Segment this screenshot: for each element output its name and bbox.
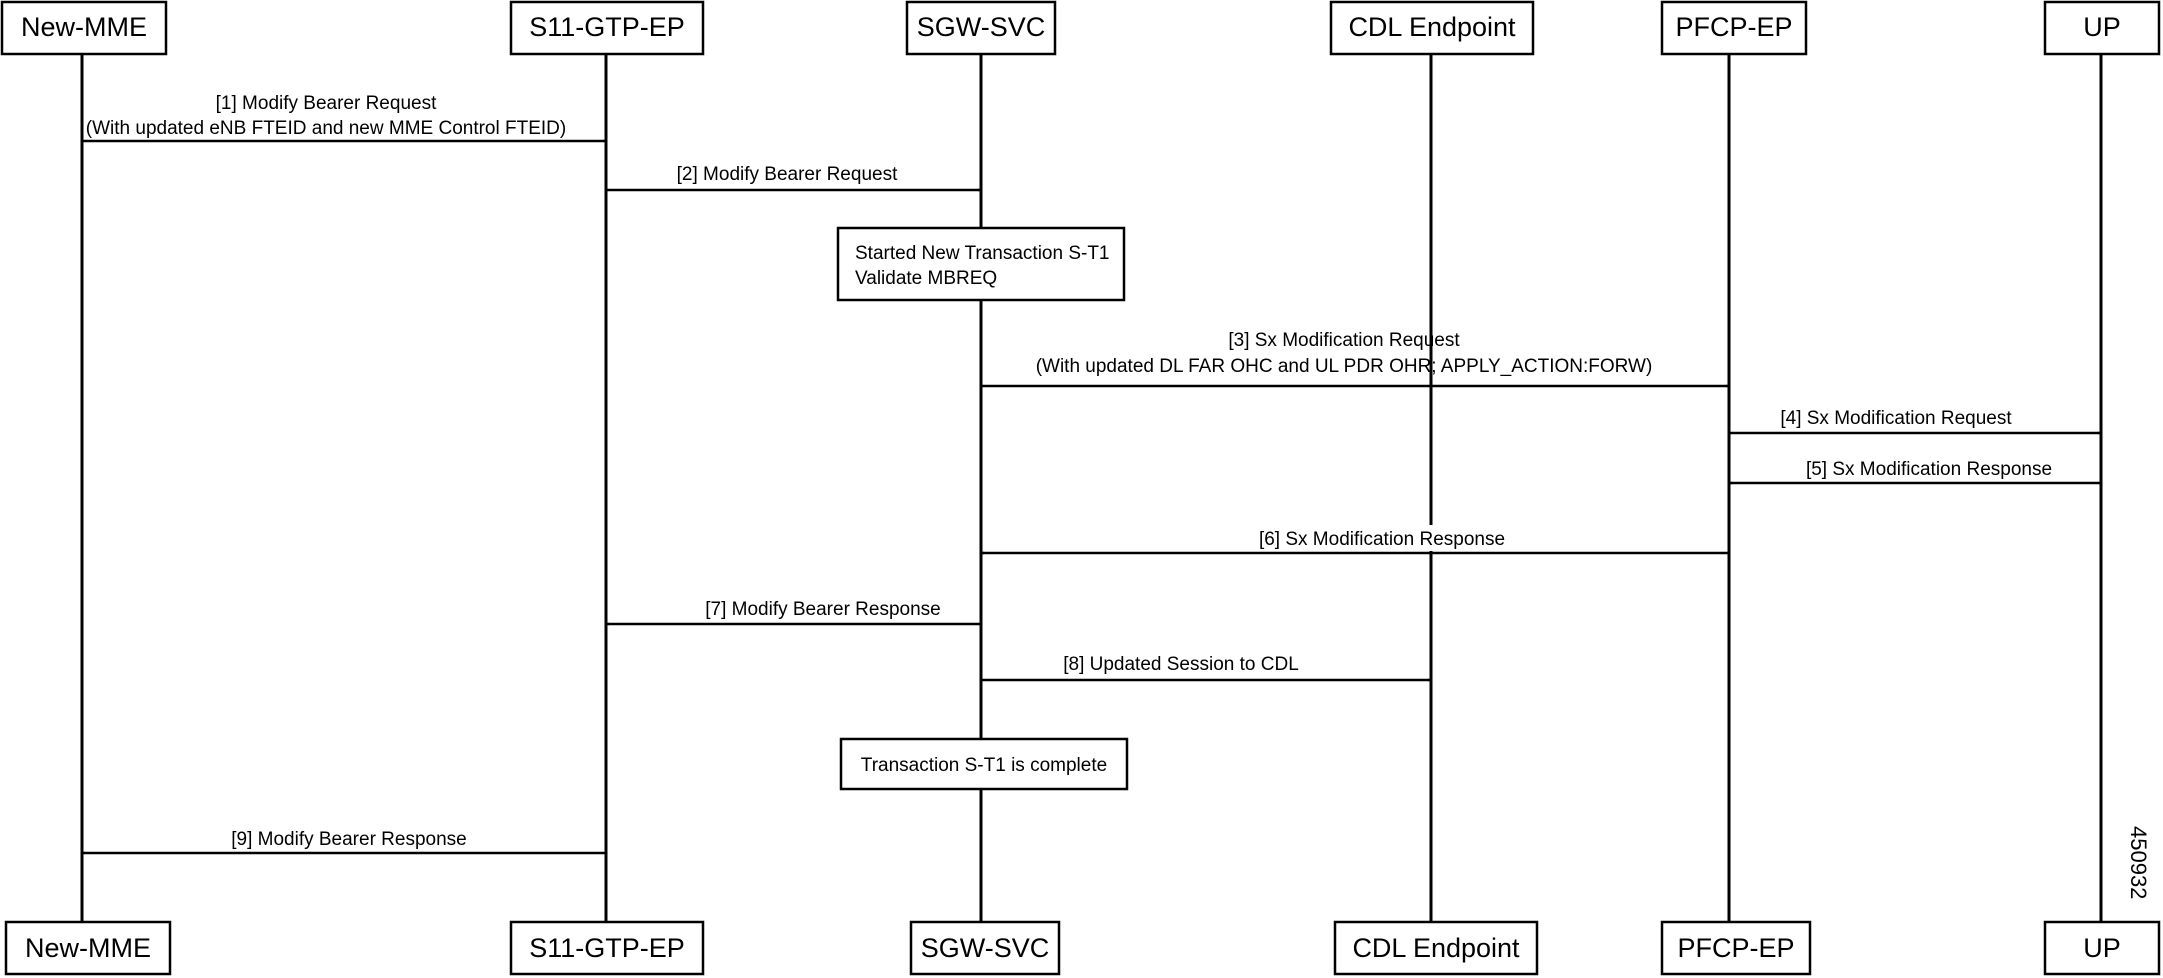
message-2-label: [2] Modify Bearer Request [677, 164, 898, 185]
message-5-label: [5] Sx Modification Response [1806, 459, 2052, 480]
message-6-label: [6] Sx Modification Response [1259, 529, 1505, 550]
note-transaction-complete-line-1: Transaction S-T1 is complete [861, 755, 1107, 776]
participant-header-new-mme: New-MME [0, 0, 168, 56]
message-8-label: [8] Updated Session to CDL [1063, 654, 1299, 675]
message-9-label: [9] Modify Bearer Response [231, 829, 467, 850]
note-transaction-complete: Transaction S-T1 is complete [839, 737, 1129, 791]
message-3-label-line-2: (With updated DL FAR OHC and UL PDR OHR;… [1036, 356, 1653, 377]
figure-id: 450932 [2126, 826, 2151, 899]
message-7: [7] Modify Bearer Response [605, 599, 981, 626]
message-1-label-line-1: [1] Modify Bearer Request [216, 93, 437, 114]
message-8: [8] Updated Session to CDL [981, 654, 1432, 682]
participant-footer-sgw-svc: SGW-SVC [909, 920, 1061, 976]
participant-footer-cdl-endpoint-label: CDL Endpoint [1352, 933, 1520, 963]
participant-header-new-mme-label: New-MME [21, 12, 147, 42]
message-2: [2] Modify Bearer Request [606, 164, 982, 192]
participant-header-cdl-endpoint-label: CDL Endpoint [1348, 12, 1516, 42]
participant-header-sgw-svc-label: SGW-SVC [917, 12, 1046, 42]
lifelines [80, 54, 2103, 924]
participant-footer-up-label: UP [2083, 933, 2121, 963]
participant-header-sgw-svc: SGW-SVC [905, 0, 1057, 56]
message-1-label-line-2: (With updated eNB FTEID and new MME Cont… [86, 118, 566, 139]
messages: [1] Modify Bearer Request (With updated … [81, 93, 2102, 855]
participant-header-up-label: UP [2083, 12, 2121, 42]
message-1: [1] Modify Bearer Request (With updated … [82, 93, 607, 143]
message-6: [6] Sx Modification Response [980, 525, 1729, 555]
participant-footer-new-mme-label: New-MME [25, 933, 151, 963]
participant-header-s11-gtp-ep-label: S11-GTP-EP [529, 12, 685, 42]
participant-footers: New-MME S11-GTP-EP SGW-SVC CDL Endpoint … [4, 920, 2161, 976]
notes: Started New Transaction S-T1 Validate MB… [836, 226, 1129, 791]
participant-footer-sgw-svc-label: SGW-SVC [921, 933, 1050, 963]
participant-headers: New-MME S11-GTP-EP SGW-SVC CDL Endpoint … [0, 0, 2161, 56]
participant-footer-pfcp-ep: PFCP-EP [1660, 920, 1812, 976]
participant-footer-up: UP [2043, 920, 2161, 976]
message-6-label-bg [1240, 525, 1524, 551]
note-transaction-start-line-2: Validate MBREQ [855, 268, 997, 289]
message-9: [9] Modify Bearer Response [81, 829, 606, 855]
participant-header-s11-gtp-ep: S11-GTP-EP [509, 0, 705, 56]
message-4-label: [4] Sx Modification Request [1780, 408, 2012, 429]
participant-header-pfcp-ep-label: PFCP-EP [1675, 12, 1792, 42]
note-transaction-start-line-1: Started New Transaction S-T1 [855, 243, 1110, 264]
participant-footer-new-mme: New-MME [4, 920, 172, 976]
participant-footer-pfcp-ep-label: PFCP-EP [1677, 933, 1794, 963]
participant-footer-cdl-endpoint: CDL Endpoint [1333, 920, 1539, 976]
message-5: [5] Sx Modification Response [1728, 459, 2101, 485]
participant-header-cdl-endpoint: CDL Endpoint [1329, 0, 1535, 56]
participant-header-pfcp-ep: PFCP-EP [1660, 0, 1808, 56]
note-transaction-start: Started New Transaction S-T1 Validate MB… [836, 226, 1126, 302]
message-3: [3] Sx Modification Request (With update… [981, 330, 1730, 388]
participant-footer-s11-gtp-ep-label: S11-GTP-EP [529, 933, 685, 963]
participant-header-up: UP [2043, 0, 2161, 56]
message-4: [4] Sx Modification Request [1729, 408, 2102, 435]
message-7-label: [7] Modify Bearer Response [705, 599, 941, 620]
message-3-label-line-1: [3] Sx Modification Request [1228, 330, 1460, 351]
participant-footer-s11-gtp-ep: S11-GTP-EP [509, 920, 705, 976]
